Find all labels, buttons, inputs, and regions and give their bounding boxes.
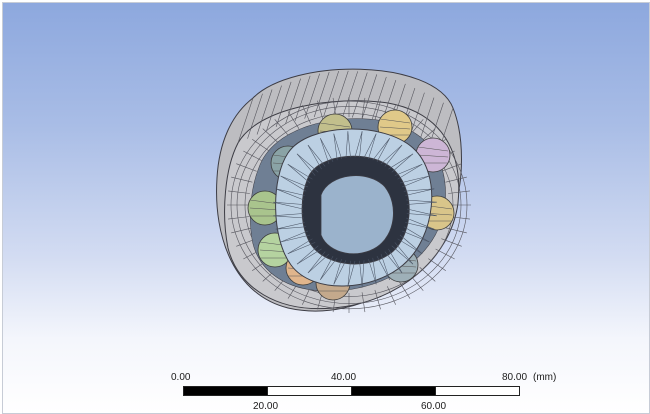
bearing-model[interactable]	[3, 3, 649, 413]
inner-ring	[273, 128, 437, 287]
